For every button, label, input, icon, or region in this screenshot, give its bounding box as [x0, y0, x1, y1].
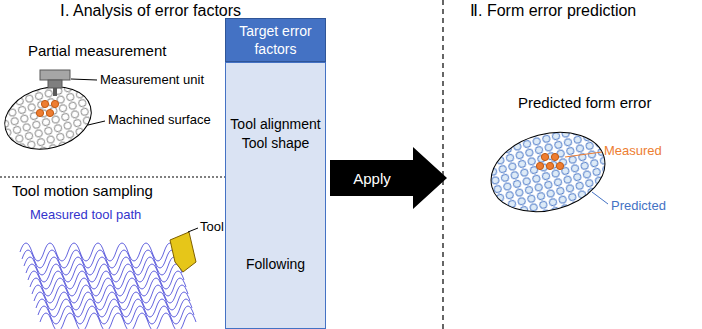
section-divider	[442, 0, 443, 329]
tool-path	[20, 243, 196, 329]
measured-point	[536, 162, 543, 169]
leader-line	[88, 121, 105, 125]
part-label: Measured tool path	[30, 207, 141, 222]
column-header: Target error factors	[225, 18, 326, 62]
machined-surface	[0, 78, 98, 159]
section-title: Ⅱ. Form error prediction	[470, 1, 636, 20]
node-text: Following	[229, 255, 322, 273]
part-label: Machined surface	[108, 112, 211, 127]
apply-arrow	[330, 147, 447, 209]
tool-icon	[170, 232, 196, 272]
measured-point	[41, 100, 48, 107]
apply-label-box: Apply	[333, 165, 411, 193]
measured-point	[36, 109, 43, 116]
step-label: Partial measurement	[28, 42, 166, 59]
measured-point	[51, 100, 58, 107]
factor-column: Tool alignment Tool shapeFollowing	[225, 62, 326, 329]
part-label: Measurement unit	[100, 72, 204, 87]
node-text: Target error factors	[229, 22, 322, 58]
leader-line	[188, 228, 198, 232]
step-label: Tool motion sampling	[12, 182, 153, 199]
predicted-surface	[482, 120, 614, 223]
measured-point	[551, 153, 558, 160]
step-label: Predicted form error	[518, 94, 651, 111]
legend-label: Predicted	[611, 198, 666, 213]
node-text: Tool alignment Tool shape	[229, 115, 322, 151]
leader-line	[71, 79, 97, 80]
row-divider	[0, 176, 225, 177]
measured-point	[46, 109, 53, 116]
leader-line	[565, 152, 602, 157]
leader-line	[592, 192, 608, 204]
measured-point	[556, 162, 563, 169]
node-text: Apply	[336, 169, 408, 189]
part-label: Tool	[200, 219, 224, 234]
section-title: Ⅰ. Analysis of error factors	[60, 1, 241, 20]
legend-label: Measured	[604, 143, 662, 158]
measured-point	[541, 153, 548, 160]
measurement-unit	[40, 70, 70, 96]
measured-point	[546, 162, 553, 169]
